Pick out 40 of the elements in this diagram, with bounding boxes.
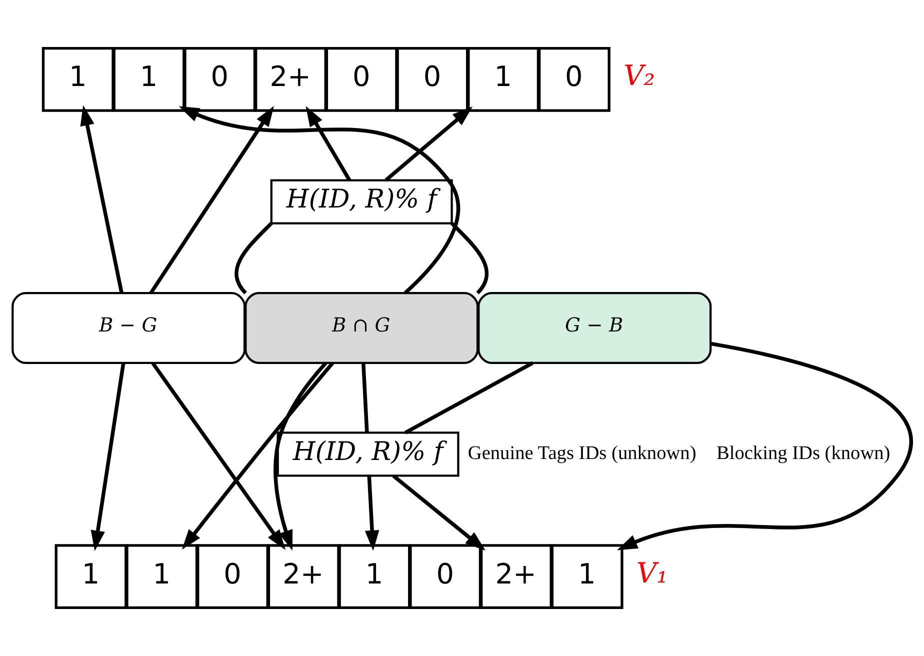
node-box: 0 [325, 46, 398, 112]
connector [234, 222, 273, 294]
arrow [364, 476, 380, 551]
label: Blocking IDs (known) [716, 442, 890, 464]
node-box: 1 [550, 544, 624, 610]
node-box: 0 [396, 46, 469, 112]
label: V₁ [636, 556, 668, 590]
node-box: 1 [126, 544, 198, 610]
arrow [384, 106, 473, 182]
node-box: 1 [42, 46, 114, 112]
node-box: H(ID, R)% f [276, 432, 460, 477]
connector [404, 361, 534, 434]
arrow [178, 106, 460, 294]
arrow [616, 342, 913, 550]
node-box: 1 [112, 46, 186, 112]
node-box: B ∩ G [244, 292, 479, 364]
node-box: 0 [409, 544, 482, 610]
arrow [149, 106, 274, 294]
node-box: 1 [54, 544, 128, 610]
node-box: 2+ [480, 544, 552, 610]
node-box: B − G [12, 292, 246, 364]
node-box: 2+ [267, 544, 340, 610]
connector [361, 362, 369, 433]
arrow [90, 363, 126, 551]
node-box: 1 [338, 544, 411, 610]
node-box: 2+ [254, 46, 327, 112]
node-box: 0 [538, 46, 610, 112]
arrow [306, 106, 352, 182]
arrow [151, 362, 286, 550]
arrow [182, 362, 334, 550]
node-box: 0 [184, 46, 256, 112]
arrow [80, 105, 124, 294]
arrow [274, 362, 328, 551]
node-box: G − B [478, 292, 712, 364]
node-box: H(ID, R)% f [270, 179, 453, 224]
node-box: 1 [467, 46, 540, 112]
connector [450, 222, 489, 294]
label: Genuine Tags IDs (unknown) [468, 442, 696, 464]
label: V₂ [624, 59, 655, 92]
node-box: 0 [196, 544, 269, 610]
